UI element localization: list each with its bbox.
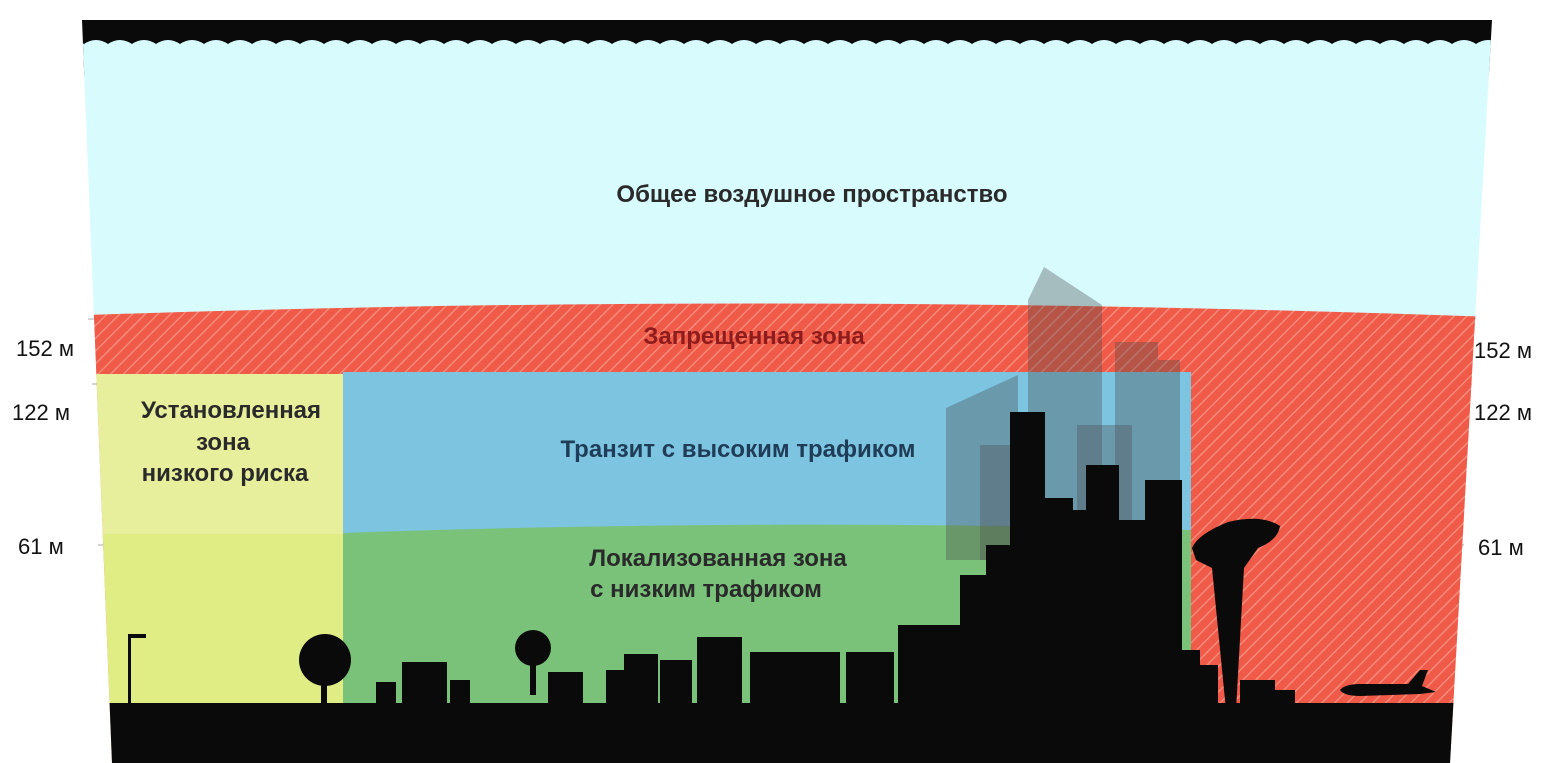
- altitude-right-61: 61 м: [1478, 535, 1524, 560]
- low-risk-label-line-2: зона: [196, 429, 250, 456]
- lamp-post: [128, 636, 131, 706]
- localized-label-line-2: с низким трафиком: [590, 576, 822, 603]
- altitude-left-122: 122 м: [12, 400, 70, 425]
- altitude-right-152: 152 м: [1474, 338, 1532, 363]
- ground: [82, 703, 1492, 763]
- transit-zone-label: Транзит с высоким трафиком: [560, 436, 915, 463]
- localized-zone-label: Локализованная зона с низким трафиком: [589, 545, 847, 603]
- altitude-right-122: 122 м: [1474, 400, 1532, 425]
- city-skyline-silhouette: [82, 412, 1492, 763]
- general-airspace-label: Общее воздушное пространство: [616, 181, 1007, 208]
- tree-left: [299, 634, 351, 686]
- altitude-left-61: 61 м: [18, 534, 64, 559]
- localized-label-line-1: Локализованная зона: [589, 545, 847, 572]
- general-airspace-region: [82, 40, 1492, 330]
- altitude-labels-right: 152 м 122 м 61 м: [1474, 338, 1532, 560]
- low-risk-zone-label: Установленная зона низкого риска: [141, 397, 321, 487]
- altitude-labels-left: 152 м 122 м 61 м: [12, 336, 74, 559]
- low-risk-label-line-3: низкого риска: [142, 460, 309, 487]
- low-risk-label-line-1: Установленная: [141, 397, 321, 424]
- control-tower: [1192, 518, 1280, 710]
- airplane: [1340, 670, 1436, 696]
- low-risk-zone-upper: [82, 374, 343, 534]
- tree-middle: [515, 630, 551, 666]
- restricted-zone-label: Запрещенная зона: [643, 323, 865, 350]
- altitude-left-152: 152 м: [16, 336, 74, 361]
